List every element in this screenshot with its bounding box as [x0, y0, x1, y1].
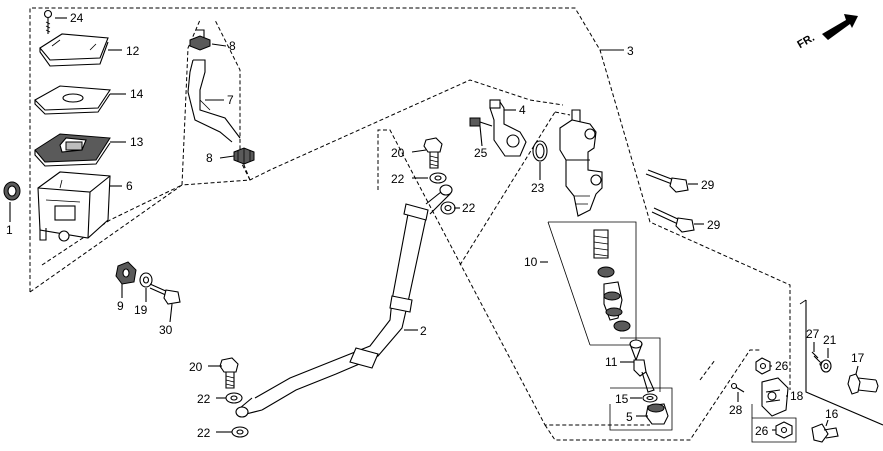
clevis [761, 377, 789, 417]
banjo-bolt-upper [423, 137, 443, 169]
joint-nut-upper [755, 357, 771, 375]
piston [603, 281, 623, 321]
callout-26-upper[interactable]: 26 [775, 359, 789, 373]
callout-22-lower-a[interactable]: 22 [197, 392, 211, 406]
callout-8-upper[interactable]: 8 [229, 39, 236, 53]
sealing-washer-upper [429, 172, 447, 184]
mounting-bolt-upper [645, 169, 689, 193]
callout-27[interactable]: 27 [806, 327, 820, 341]
push-rod-outline [620, 337, 661, 392]
reservoir-cap [39, 33, 109, 67]
sealing-washer-lower-a [225, 392, 243, 404]
callout-7[interactable]: 7 [227, 93, 234, 107]
circlip [642, 393, 658, 403]
callout-17[interactable]: 17 [851, 351, 865, 365]
pin-washer [820, 359, 832, 373]
push-rod [629, 339, 655, 393]
callout-26-lower[interactable]: 26 [755, 424, 769, 438]
callout-25[interactable]: 25 [474, 146, 488, 160]
rubber-grommet [115, 261, 137, 285]
collar-washer [139, 272, 153, 288]
primary-cup [597, 266, 615, 278]
sealing-washer-lower-b [231, 426, 249, 438]
joint-bolt [811, 423, 839, 443]
callout-24[interactable]: 24 [70, 11, 84, 25]
callout-12[interactable]: 12 [126, 44, 140, 58]
callout-6[interactable]: 6 [126, 179, 133, 193]
hose-clip-lower [233, 147, 255, 165]
callout-22-upper[interactable]: 22 [391, 172, 405, 186]
cap-screw [43, 9, 53, 34]
callout-28[interactable]: 28 [729, 403, 743, 417]
reservoir-hose [187, 59, 241, 143]
reservoir-bolt [149, 283, 181, 305]
callout-3[interactable]: 3 [627, 44, 634, 58]
callout-8-lower[interactable]: 8 [206, 151, 213, 165]
front-direction-indicator: FR. [795, 14, 858, 51]
mounting-bolt-lower [651, 207, 695, 233]
callouts: 24 12 14 13 6 1 8 7 8 3 4 25 23 29 29 20… [6, 11, 865, 440]
front-direction-label: FR. [795, 32, 816, 51]
callout-13[interactable]: 13 [130, 135, 144, 149]
callout-18[interactable]: 18 [790, 389, 804, 403]
o-ring [532, 140, 548, 162]
callout-23[interactable]: 23 [531, 181, 545, 195]
callout-15[interactable]: 15 [615, 392, 629, 406]
callout-14[interactable]: 14 [130, 87, 144, 101]
callout-10[interactable]: 10 [524, 255, 538, 269]
reservoir-body [37, 171, 111, 242]
cotter-pin-small [730, 382, 745, 393]
callout-16[interactable]: 16 [825, 407, 839, 421]
callout-20-upper[interactable]: 20 [391, 146, 405, 160]
hose-clip-upper [189, 29, 211, 51]
callout-2[interactable]: 2 [420, 324, 427, 338]
callout-5[interactable]: 5 [626, 410, 633, 424]
callout-9[interactable]: 9 [117, 299, 124, 313]
callout-11[interactable]: 11 [605, 355, 618, 369]
assembly-outline [29, 7, 791, 441]
callout-29-upper[interactable]: 29 [701, 178, 715, 192]
banjo-bolt-small [469, 117, 493, 127]
frame-bracket [799, 299, 883, 426]
boot-group-box [609, 387, 673, 431]
callout-21[interactable]: 21 [823, 333, 837, 347]
joint-nut-lower [775, 421, 793, 439]
callout-22-mid[interactable]: 22 [462, 201, 476, 215]
callout-29-lower[interactable]: 29 [707, 218, 721, 232]
diaphragm-plate [34, 85, 111, 115]
master-cylinder [559, 109, 603, 217]
sealing-washer-mid [440, 201, 456, 215]
joint-group-box [751, 404, 797, 443]
callout-19[interactable]: 19 [134, 303, 148, 317]
brake-hose [235, 184, 453, 418]
leader-lines [9, 17, 859, 433]
callout-4[interactable]: 4 [519, 103, 526, 117]
secondary-cup [613, 320, 631, 332]
banjo-bolt-lower [219, 357, 239, 389]
joint-pin [847, 373, 879, 395]
hose-fitting [489, 99, 527, 157]
callout-1[interactable]: 1 [6, 223, 13, 237]
return-spring [593, 229, 609, 259]
dust-boot [645, 403, 669, 425]
diaphragm [34, 133, 111, 167]
callout-30[interactable]: 30 [159, 323, 173, 337]
piston-set-outline [547, 221, 637, 346]
callout-20-lower[interactable]: 20 [189, 360, 203, 374]
grommet [3, 181, 21, 201]
callout-22-lower-b[interactable]: 22 [197, 426, 211, 440]
